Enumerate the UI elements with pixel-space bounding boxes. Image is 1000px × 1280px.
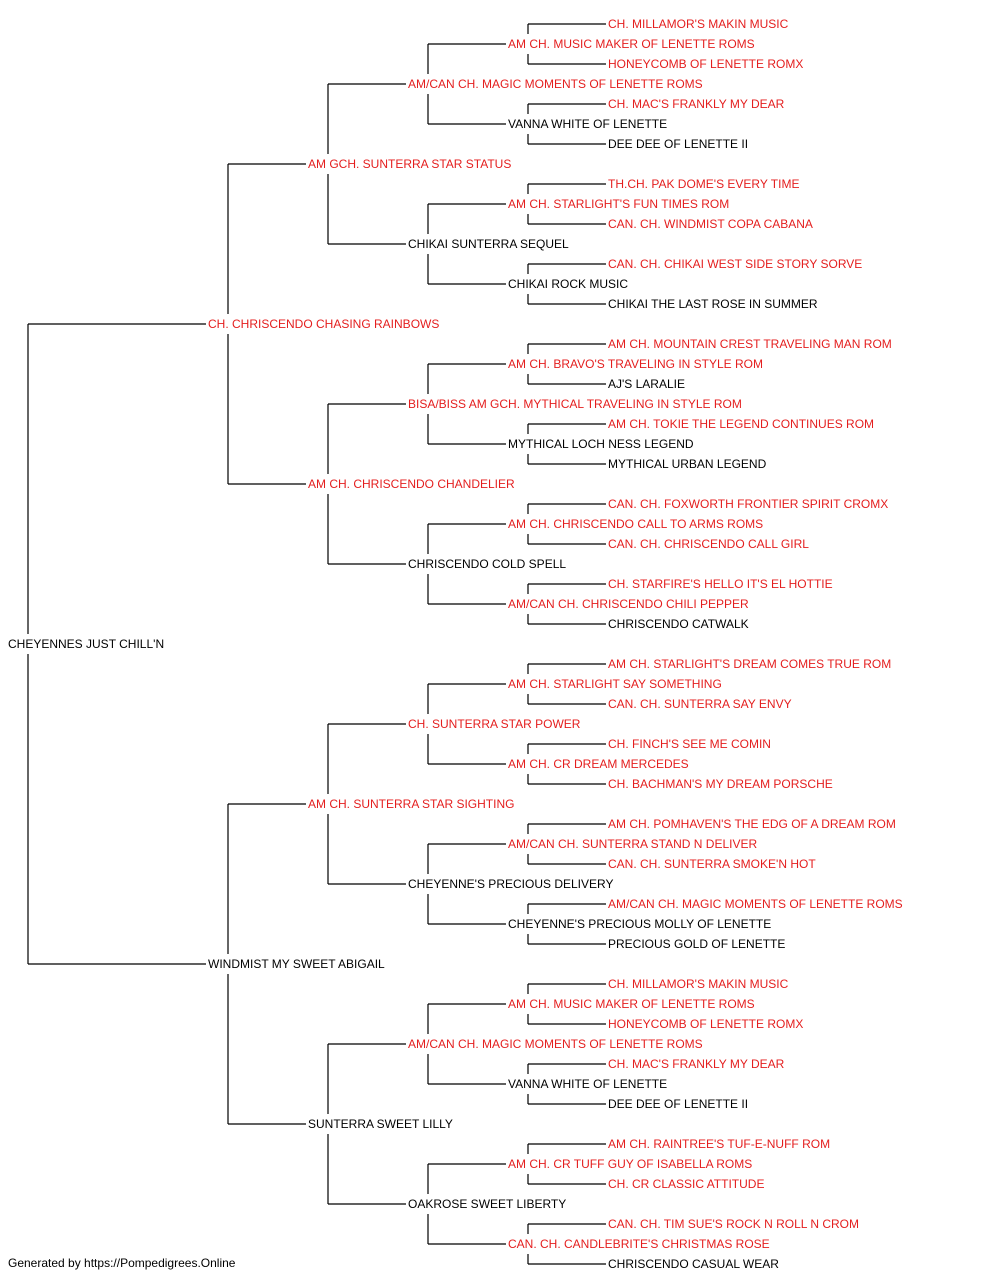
pedigree-name-gen4: AM CH. CR TUFF GUY OF ISABELLA ROMS (508, 1157, 752, 1171)
pedigree-name-gen5: AM CH. STARLIGHT'S DREAM COMES TRUE ROM (608, 657, 891, 671)
pedigree-name-gen3: CHIKAI SUNTERRA SEQUEL (408, 237, 569, 251)
pedigree-name-gen5: CHIKAI THE LAST ROSE IN SUMMER (608, 297, 818, 311)
pedigree-name-gen5: DEE DEE OF LENETTE II (608, 1097, 748, 1111)
pedigree-name-gen5: CH. MAC'S FRANKLY MY DEAR (608, 97, 785, 111)
pedigree-name-gen5: CAN. CH. FOXWORTH FRONTIER SPIRIT CROMX (608, 497, 888, 511)
pedigree-name-gen4: VANNA WHITE OF LENETTE (508, 1077, 667, 1091)
pedigree-name-gen4: MYTHICAL LOCH NESS LEGEND (508, 437, 694, 451)
pedigree-name-labels: CHEYENNES JUST CHILL'N CH. CHRISCENDO CHA… (8, 17, 903, 1271)
pedigree-name-gen4: AM CH. STARLIGHT SAY SOMETHING (508, 677, 722, 691)
pedigree-name-gen5: CHRISCENDO CASUAL WEAR (608, 1257, 779, 1271)
pedigree-name-gen5: HONEYCOMB OF LENETTE ROMX (608, 1017, 803, 1031)
pedigree-name-gen2: SUNTERRA SWEET LILLY (308, 1117, 453, 1131)
pedigree-name-gen1: CH. CHRISCENDO CHASING RAINBOWS (208, 317, 439, 331)
pedigree-name-gen5: AJ'S LARALIE (608, 377, 685, 391)
pedigree-name-gen5: CAN. CH. WINDMIST COPA CABANA (608, 217, 813, 231)
pedigree-name-gen2: AM CH. CHRISCENDO CHANDELIER (308, 477, 515, 491)
pedigree-name-gen5: CAN. CH. TIM SUE'S ROCK N ROLL N CROM (608, 1217, 859, 1231)
pedigree-name-gen5: CAN. CH. SUNTERRA SAY ENVY (608, 697, 792, 711)
pedigree-name-gen4: CHEYENNE'S PRECIOUS MOLLY OF LENETTE (508, 917, 771, 931)
generated-by-footer: Generated by https://Pompedigrees.Online (8, 1256, 236, 1270)
pedigree-name-gen4: AM CH. MUSIC MAKER OF LENETTE ROMS (508, 997, 755, 1011)
pedigree-name-gen3: CHRISCENDO COLD SPELL (408, 557, 566, 571)
pedigree-name-gen5: HONEYCOMB OF LENETTE ROMX (608, 57, 803, 71)
pedigree-name-gen4: AM/CAN CH. CHRISCENDO CHILI PEPPER (508, 597, 749, 611)
pedigree-name-gen5: PRECIOUS GOLD OF LENETTE (608, 937, 785, 951)
pedigree-name-gen5: DEE DEE OF LENETTE II (608, 137, 748, 151)
pedigree-name-gen4: AM CH. CHRISCENDO CALL TO ARMS ROMS (508, 517, 763, 531)
pedigree-name-gen5: CH. CR CLASSIC ATTITUDE (608, 1177, 764, 1191)
pedigree-name-gen3: AM/CAN CH. MAGIC MOMENTS OF LENETTE ROMS (408, 1037, 703, 1051)
pedigree-name-gen5: AM CH. TOKIE THE LEGEND CONTINUES ROM (608, 417, 874, 431)
pedigree-name-gen4: AM/CAN CH. SUNTERRA STAND N DELIVER (508, 837, 757, 851)
pedigree-name-gen5: CH. MAC'S FRANKLY MY DEAR (608, 1057, 785, 1071)
pedigree-name-gen2: AM CH. SUNTERRA STAR SIGHTING (308, 797, 514, 811)
pedigree-name-gen3: BISA/BISS AM GCH. MYTHICAL TRAVELING IN … (408, 397, 742, 411)
pedigree-name-gen2: AM GCH. SUNTERRA STAR STATUS (308, 157, 511, 171)
pedigree-name-gen5: CH. STARFIRE'S HELLO IT'S EL HOTTIE (608, 577, 833, 591)
pedigree-name-gen5: CHRISCENDO CATWALK (608, 617, 749, 631)
pedigree-name-gen5: AM CH. MOUNTAIN CREST TRAVELING MAN ROM (608, 337, 892, 351)
pedigree-name-gen5: CAN. CH. CHIKAI WEST SIDE STORY SORVE (608, 257, 862, 271)
pedigree-name-gen5: AM CH. RAINTREE'S TUF-E-NUFF ROM (608, 1137, 830, 1151)
pedigree-name-gen3: OAKROSE SWEET LIBERTY (408, 1197, 566, 1211)
pedigree-name-gen5: CH. FINCH'S SEE ME COMIN (608, 737, 771, 751)
pedigree-name-gen3: AM/CAN CH. MAGIC MOMENTS OF LENETTE ROMS (408, 77, 703, 91)
pedigree-name-gen3: CHEYENNE'S PRECIOUS DELIVERY (408, 877, 613, 891)
pedigree-name-gen4: AM CH. STARLIGHT'S FUN TIMES ROM (508, 197, 729, 211)
pedigree-name-gen5: AM/CAN CH. MAGIC MOMENTS OF LENETTE ROMS (608, 897, 903, 911)
pedigree-name-gen5: CAN. CH. SUNTERRA SMOKE'N HOT (608, 857, 816, 871)
pedigree-name-gen4: AM CH. MUSIC MAKER OF LENETTE ROMS (508, 37, 755, 51)
pedigree-name-gen0: CHEYENNES JUST CHILL'N (8, 637, 164, 651)
pedigree-name-gen4: AM CH. BRAVO'S TRAVELING IN STYLE ROM (508, 357, 763, 371)
pedigree-name-gen5: CH. MILLAMOR'S MAKIN MUSIC (608, 977, 789, 991)
pedigree-name-gen5: CAN. CH. CHRISCENDO CALL GIRL (608, 537, 809, 551)
pedigree-name-gen5: AM CH. POMHAVEN'S THE EDG OF A DREAM ROM (608, 817, 896, 831)
pedigree-name-gen3: CH. SUNTERRA STAR POWER (408, 717, 581, 731)
pedigree-name-gen4: CHIKAI ROCK MUSIC (508, 277, 628, 291)
pedigree-name-gen5: CH. BACHMAN'S MY DREAM PORSCHE (608, 777, 833, 791)
pedigree-name-gen1: WINDMIST MY SWEET ABIGAIL (208, 957, 385, 971)
pedigree-name-gen4: AM CH. CR DREAM MERCEDES (508, 757, 689, 771)
pedigree-name-gen5: CH. MILLAMOR'S MAKIN MUSIC (608, 17, 789, 31)
pedigree-connector-lines (27, 23, 606, 1265)
pedigree-name-gen5: MYTHICAL URBAN LEGEND (608, 457, 767, 471)
pedigree-name-gen5: TH.CH. PAK DOME'S EVERY TIME (608, 177, 799, 191)
pedigree-name-gen4: CAN. CH. CANDLEBRITE'S CHRISTMAS ROSE (508, 1237, 770, 1251)
pedigree-name-gen4: VANNA WHITE OF LENETTE (508, 117, 667, 131)
